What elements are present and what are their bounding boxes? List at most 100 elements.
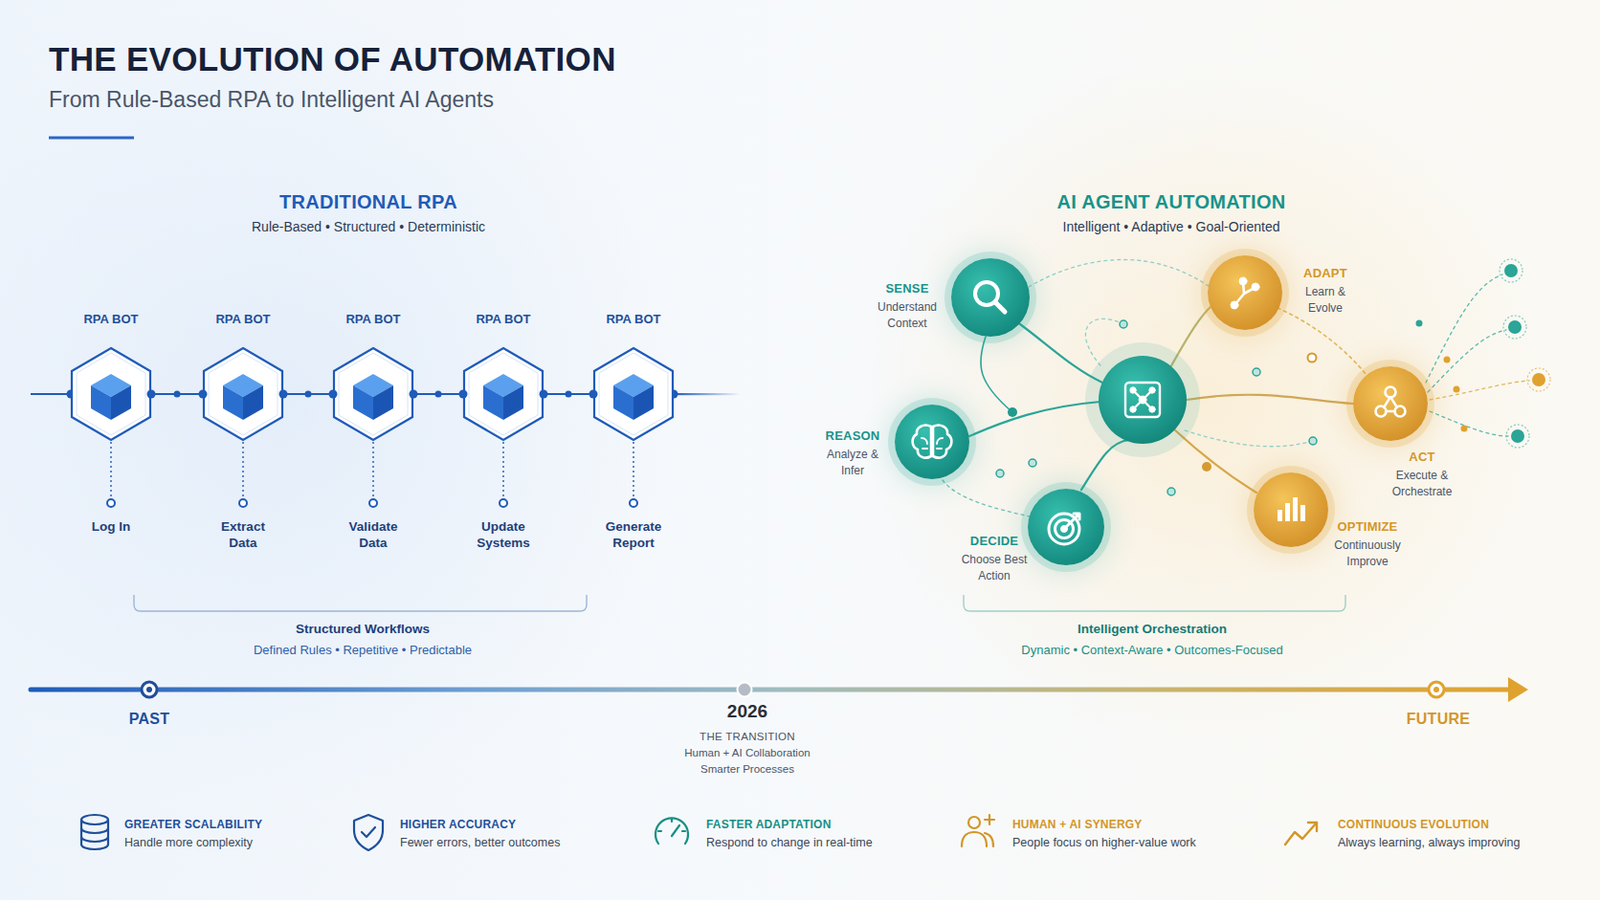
database-icon bbox=[81, 815, 109, 850]
output-end bbox=[1532, 373, 1546, 387]
agent-description: Analyze & Infer bbox=[822, 446, 883, 480]
people-icon bbox=[961, 815, 995, 847]
node-heading: RPA BOT bbox=[445, 311, 561, 327]
connector-dot bbox=[329, 390, 338, 400]
network-dot bbox=[1007, 407, 1018, 418]
network-line bbox=[1173, 428, 1257, 493]
bar-icon-bar bbox=[1300, 505, 1306, 522]
bar-icon-bar bbox=[1277, 510, 1283, 522]
hub-icon bbox=[1130, 406, 1136, 413]
output-end bbox=[1508, 320, 1522, 334]
bar-icon-bar bbox=[1292, 497, 1298, 522]
connector-dot bbox=[539, 390, 549, 400]
target-icon bbox=[1064, 513, 1080, 530]
leader-end bbox=[239, 499, 247, 508]
target-icon bbox=[1061, 526, 1068, 534]
bar-icon bbox=[1277, 497, 1306, 522]
leader-line bbox=[372, 442, 374, 499]
timeline bbox=[30, 688, 1512, 693]
agent-circle: OPTIMIZEContinuously Improve bbox=[1253, 472, 1329, 548]
timeline-marker bbox=[1433, 687, 1440, 693]
connector-dot bbox=[305, 391, 312, 399]
network-line bbox=[969, 401, 1101, 437]
hexagon-inner bbox=[76, 353, 146, 436]
text-label: Handle more complexity bbox=[124, 836, 253, 851]
output-ring bbox=[1527, 368, 1551, 392]
connector-dot bbox=[459, 390, 468, 400]
rpa-bot-hexagon: RPA BOTLog In bbox=[70, 347, 152, 442]
output-line bbox=[1429, 380, 1530, 400]
gauge-icon bbox=[655, 818, 689, 845]
output-end bbox=[1511, 429, 1525, 444]
output-line bbox=[1427, 330, 1507, 393]
leader-end bbox=[369, 499, 378, 508]
network-dot bbox=[1416, 320, 1423, 328]
hexagon-inner bbox=[208, 353, 278, 436]
connector-line bbox=[283, 393, 334, 396]
leader-line bbox=[632, 442, 634, 499]
network-dot bbox=[1119, 320, 1128, 329]
network-dot bbox=[1252, 368, 1261, 377]
network-dot bbox=[1309, 437, 1317, 445]
connector-line bbox=[413, 393, 464, 396]
agent-heading: ACT bbox=[1383, 449, 1461, 466]
act-icon bbox=[1395, 406, 1406, 418]
agent-description: Understand Context bbox=[868, 299, 946, 333]
network-line bbox=[1016, 321, 1103, 383]
text-label: HIGHER ACCURACY bbox=[400, 818, 516, 832]
hub-icon bbox=[1149, 387, 1156, 394]
shield-icon-part bbox=[361, 827, 376, 838]
network-dot bbox=[1201, 462, 1212, 472]
rpa-bot-hexagon: RPA BOTUpdate Systems bbox=[463, 347, 544, 442]
agent-heading: DECIDE bbox=[955, 533, 1033, 550]
agent-description: Choose Best Action bbox=[955, 552, 1033, 585]
people-icon-part bbox=[984, 815, 995, 847]
hexagon-shape bbox=[593, 347, 674, 442]
leader-ends bbox=[107, 499, 638, 508]
text-label: Rule-Based • Structured • Deterministic bbox=[251, 219, 486, 236]
connector-dot bbox=[435, 391, 443, 399]
hexagon-inner bbox=[599, 353, 668, 436]
text-label: From Rule-Based RPA to Intelligent AI Ag… bbox=[48, 87, 494, 114]
timeline-marker bbox=[146, 687, 153, 693]
output-ends bbox=[1499, 259, 1551, 448]
act-icon bbox=[1385, 387, 1397, 399]
target-icon bbox=[1048, 513, 1080, 545]
shield-icon-part bbox=[354, 815, 383, 851]
people-icon-part bbox=[968, 817, 980, 829]
text-label: Smarter Processes bbox=[700, 763, 795, 778]
network-dot bbox=[1461, 425, 1468, 433]
text-label: FASTER ADAPTATION bbox=[706, 818, 832, 832]
cube-left bbox=[483, 385, 504, 421]
chain-line bbox=[673, 393, 741, 396]
text-label: Dynamic • Context-Aware • Outcomes-Focus… bbox=[1021, 643, 1283, 659]
agent-caption: DECIDE Choose Best Action bbox=[955, 533, 1033, 585]
text-label: GREATER SCALABILITY bbox=[124, 818, 263, 832]
connector-dot bbox=[279, 390, 289, 400]
text-label: Intelligent • Adaptive • Goal-Oriented bbox=[1063, 219, 1281, 236]
connector bbox=[279, 390, 338, 400]
output-end bbox=[1504, 264, 1518, 278]
leader-line bbox=[242, 442, 244, 499]
text-label: AI AGENT AUTOMATION bbox=[1056, 190, 1286, 214]
title-underline bbox=[48, 136, 134, 140]
gauge-icon-part bbox=[655, 818, 689, 845]
connector bbox=[409, 390, 468, 400]
agent-circle: SENSEUnderstand Context bbox=[951, 258, 1030, 337]
cube-left bbox=[222, 385, 244, 421]
agent-description: Continuously Improve bbox=[1324, 537, 1411, 571]
brain-icon bbox=[912, 425, 932, 459]
icons bbox=[912, 277, 1406, 545]
shield-icon bbox=[354, 815, 383, 851]
hexagon-shape bbox=[463, 347, 544, 442]
bracket bbox=[133, 595, 587, 612]
database-icon-part bbox=[81, 815, 109, 825]
act-icon bbox=[1376, 406, 1387, 418]
network-line bbox=[942, 480, 1030, 517]
agent-caption: SENSEUnderstand Context bbox=[868, 281, 946, 333]
